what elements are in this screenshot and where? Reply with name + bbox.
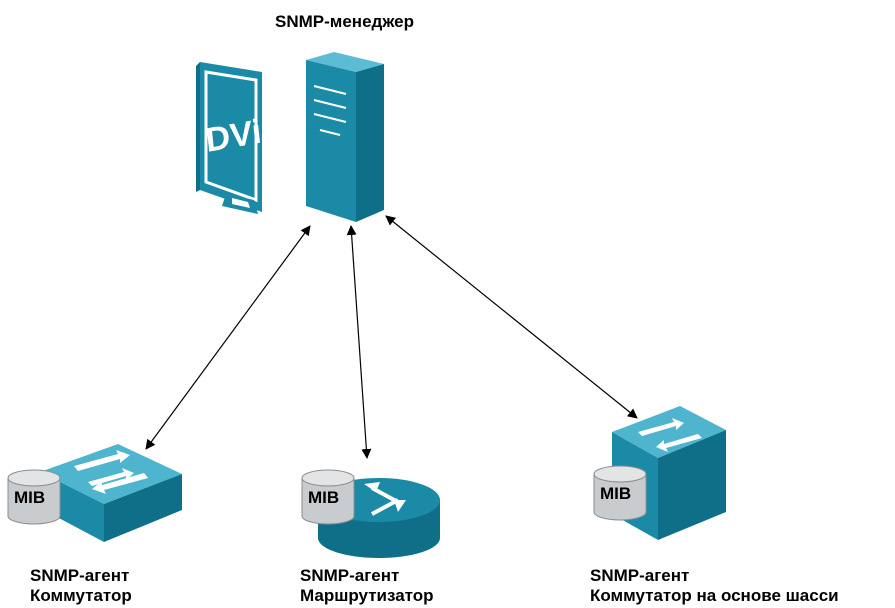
arrow-manager-chassis [385, 215, 638, 419]
mib-label-router: MIB [308, 488, 339, 507]
switch-icon [40, 444, 182, 542]
mib-cylinder-switch: MIB [7, 469, 61, 525]
mib-label-chassis: MIB [600, 484, 631, 503]
agent-router-role: SNMP-агент [300, 566, 400, 585]
agent-switch-role: SNMP-агент [30, 566, 130, 585]
arrows [145, 215, 638, 459]
server-icon [306, 52, 384, 222]
agent-chassis-device: Коммутатор на основе шасси [590, 586, 839, 605]
manager-title: SNMP-менеджер [275, 12, 414, 31]
mib-cylinder-chassis: MIB [593, 465, 647, 521]
mib-label-switch: MIB [14, 488, 45, 507]
monitor-icon: DView [196, 62, 308, 214]
agent-router-device: Маршрутизатор [300, 586, 434, 605]
mib-cylinder-router: MIB [301, 469, 355, 525]
arrow-manager-router [346, 225, 372, 459]
agent-chassis-role: SNMP-агент [590, 566, 690, 585]
arrow-manager-switch [145, 225, 311, 450]
agent-switch-device: Коммутатор [30, 586, 132, 605]
